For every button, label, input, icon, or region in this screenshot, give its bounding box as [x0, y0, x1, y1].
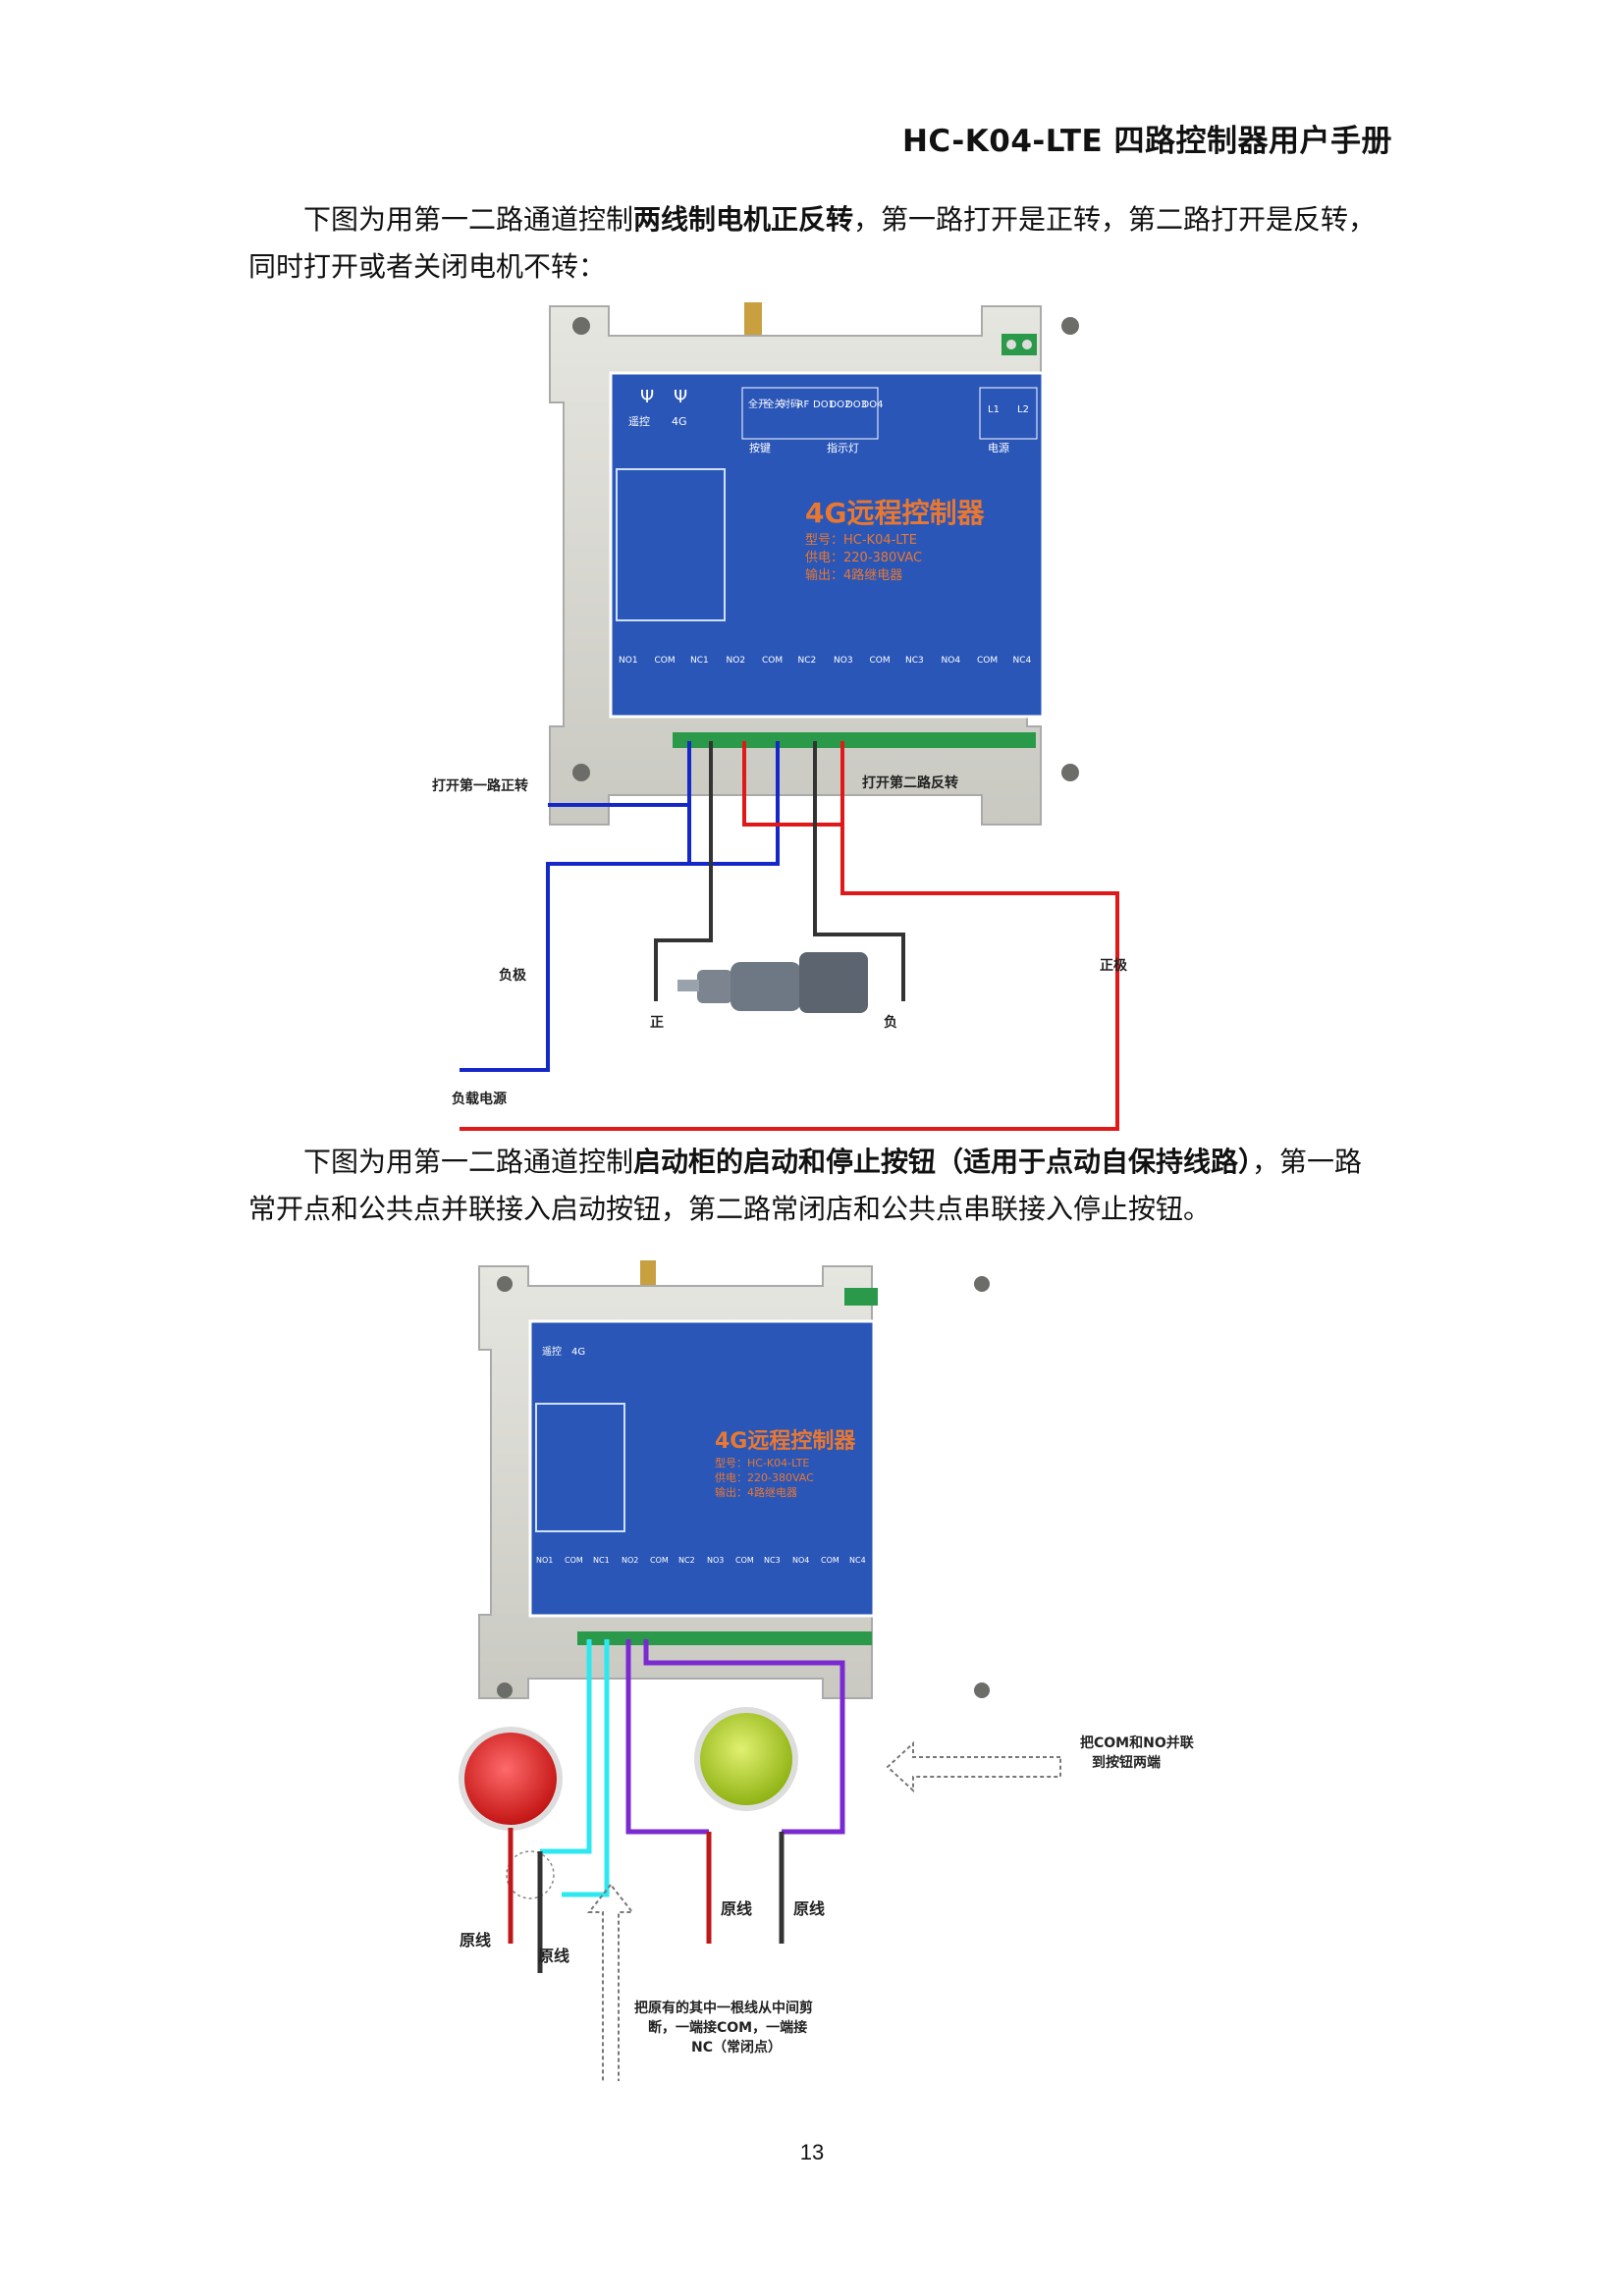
wire-cyan-1: [540, 1639, 592, 1854]
terminal-label: COM: [655, 656, 676, 666]
panel-indicator-label: 对码: [781, 398, 800, 410]
wire-red-1: [742, 741, 844, 827]
wire-black-1: [654, 741, 713, 1001]
terminal-label: NC3: [764, 1556, 781, 1565]
terminal-label: NO4: [942, 656, 961, 666]
terminal-block-2: [577, 1631, 872, 1645]
label-wire-4: 原线: [793, 1899, 825, 1918]
label-negative: 负极: [499, 967, 527, 984]
terminal-label: COM: [977, 656, 998, 666]
terminal-label: NO2: [727, 656, 746, 666]
para2-tail: ，第一路常开点和公共点并联接入启动按钮，第二路常闭店和公共点串联接入停止按钮。: [248, 1146, 1363, 1225]
terminal-label: NO1: [536, 1556, 553, 1565]
motor-icon: [677, 952, 868, 1013]
start-button-icon: [694, 1707, 798, 1811]
wire-cyan-2: [562, 1639, 610, 1897]
label-wire-1: 原线: [460, 1931, 491, 1949]
paragraph-motor-control: 下图为用第一二路通道控制两线制电机正反转，第一路打开是正转，第二路打开是反转，同…: [248, 196, 1387, 291]
wire-purple-1: [625, 1639, 709, 1835]
label-power: 电源: [988, 441, 1009, 454]
terminal-label: NC1: [690, 656, 709, 666]
device-title: 4G远程控制器: [805, 497, 985, 529]
terminal-label: NC1: [593, 1556, 610, 1565]
label-leds: 指示灯: [827, 441, 859, 454]
device-model: 型号：HC-K04-LTE: [805, 533, 917, 548]
controller-panel: [609, 371, 1045, 719]
label-positive: 正极: [1100, 957, 1128, 974]
note-cut-line1: 把原有的其中一根线从中间剪: [634, 2000, 813, 2016]
device-supply-2: 供电：220-380VAC: [715, 1470, 814, 1484]
terminal-label: COM: [565, 1556, 583, 1565]
label-4g: 4G: [672, 415, 687, 428]
terminal-label: NO3: [707, 1556, 724, 1565]
label-remote-2: 遥控: [542, 1345, 562, 1358]
note-parallel-line1: 把COM和NO并联: [1080, 1735, 1195, 1751]
panel-indicator-label: RF: [797, 400, 810, 410]
terminal-block: [673, 732, 1036, 748]
para2-bold: 启动柜的启动和停止按钮（适用于点动自保持线路）: [633, 1146, 1253, 1178]
page-header-title: HC-K04-LTE 四路控制器用户手册: [901, 124, 1392, 159]
panel-indicator-label: DO3: [845, 400, 867, 410]
label-motor-pos: 正: [650, 1015, 664, 1031]
para1-text: 下图为用第一二路通道控制: [303, 203, 634, 236]
label-l2: L2: [1017, 404, 1029, 415]
stop-button-icon: [459, 1727, 563, 1831]
terminal-label: NO2: [622, 1556, 638, 1565]
device-title-2: 4G远程控制器: [715, 1428, 856, 1454]
note-cut-line3: NC（常闭点）: [691, 2039, 782, 2056]
panel-indicator-label: 全开: [748, 398, 768, 410]
para1-bold: 两线制电机正反转: [633, 203, 854, 236]
paragraph-button-control: 下图为用第一二路通道控制启动柜的启动和停止按钮（适用于点动自保持线路），第一路常…: [248, 1139, 1387, 1233]
terminal-label: COM: [762, 656, 783, 666]
terminal-label: COM: [821, 1556, 839, 1565]
terminal-label: NC3: [905, 656, 924, 666]
arrow-parallel-icon: [886, 1740, 1061, 1793]
wire-red-2: [460, 825, 1119, 1131]
terminal-label: NO4: [792, 1556, 809, 1565]
button-wiring-figure: 遥控 4G 4G远程控制器 型号：HC-K04-LTE 供电：220-380VA…: [459, 1260, 1195, 2081]
label-l1: L1: [988, 404, 1000, 415]
device-supply: 供电：220-380VAC: [805, 551, 922, 565]
para2-text: 下图为用第一二路通道控制: [303, 1146, 634, 1178]
label-wire-3: 原线: [721, 1899, 752, 1918]
wire-purple-2: [643, 1639, 845, 1835]
panel-indicator-label: 全关: [765, 398, 785, 410]
device-output-2: 输出：4路继电器: [715, 1485, 797, 1499]
note-cut-line2: 断，一端接COM，一端接: [648, 2019, 807, 2036]
antenna-remote-icon: Ψ: [640, 387, 654, 407]
terminal-label: NC2: [678, 1556, 695, 1565]
terminal-label: COM: [870, 656, 891, 666]
terminal-label: NO3: [834, 656, 853, 666]
panel-indicator-label: DO4: [862, 400, 884, 410]
device-model-2: 型号：HC-K04-LTE: [715, 1456, 809, 1469]
terminal-label: NC2: [798, 656, 817, 666]
para1-tail: ，第一路打开是正转，第二路打开是反转，同时打开或者关闭电机不转：: [248, 203, 1377, 283]
terminal-label: NC4: [849, 1556, 866, 1565]
label-wire-2: 原线: [538, 1947, 569, 1965]
panel-indicator-label: DO2: [830, 400, 851, 410]
wire-black-2: [813, 741, 905, 1001]
arrow-cut-icon: [586, 1883, 635, 2081]
panel-indicator-label: DO1: [813, 400, 835, 410]
label-keys: 按键: [749, 441, 771, 454]
device-output: 输出：4路继电器: [805, 567, 902, 583]
terminal-label: COM: [735, 1556, 754, 1565]
antenna-4g-icon: Ψ: [674, 387, 687, 407]
controller-panel-2: [528, 1319, 876, 1618]
label-motor-neg: 负: [884, 1014, 897, 1031]
label-open-ch1: 打开第一路正转: [432, 777, 528, 794]
note-parallel-line2: 到按钮两端: [1092, 1754, 1161, 1771]
terminal-label: COM: [650, 1556, 669, 1565]
page-number: 13: [799, 2140, 825, 2164]
label-4g-2: 4G: [571, 1347, 585, 1358]
label-remote: 遥控: [628, 414, 650, 428]
terminal-label: NC4: [1013, 656, 1032, 666]
label-load-power: 负载电源: [452, 1091, 507, 1107]
antenna-icon: [744, 302, 762, 344]
label-open-ch2: 打开第二路反转: [862, 774, 958, 791]
terminal-label: NO1: [619, 656, 638, 666]
